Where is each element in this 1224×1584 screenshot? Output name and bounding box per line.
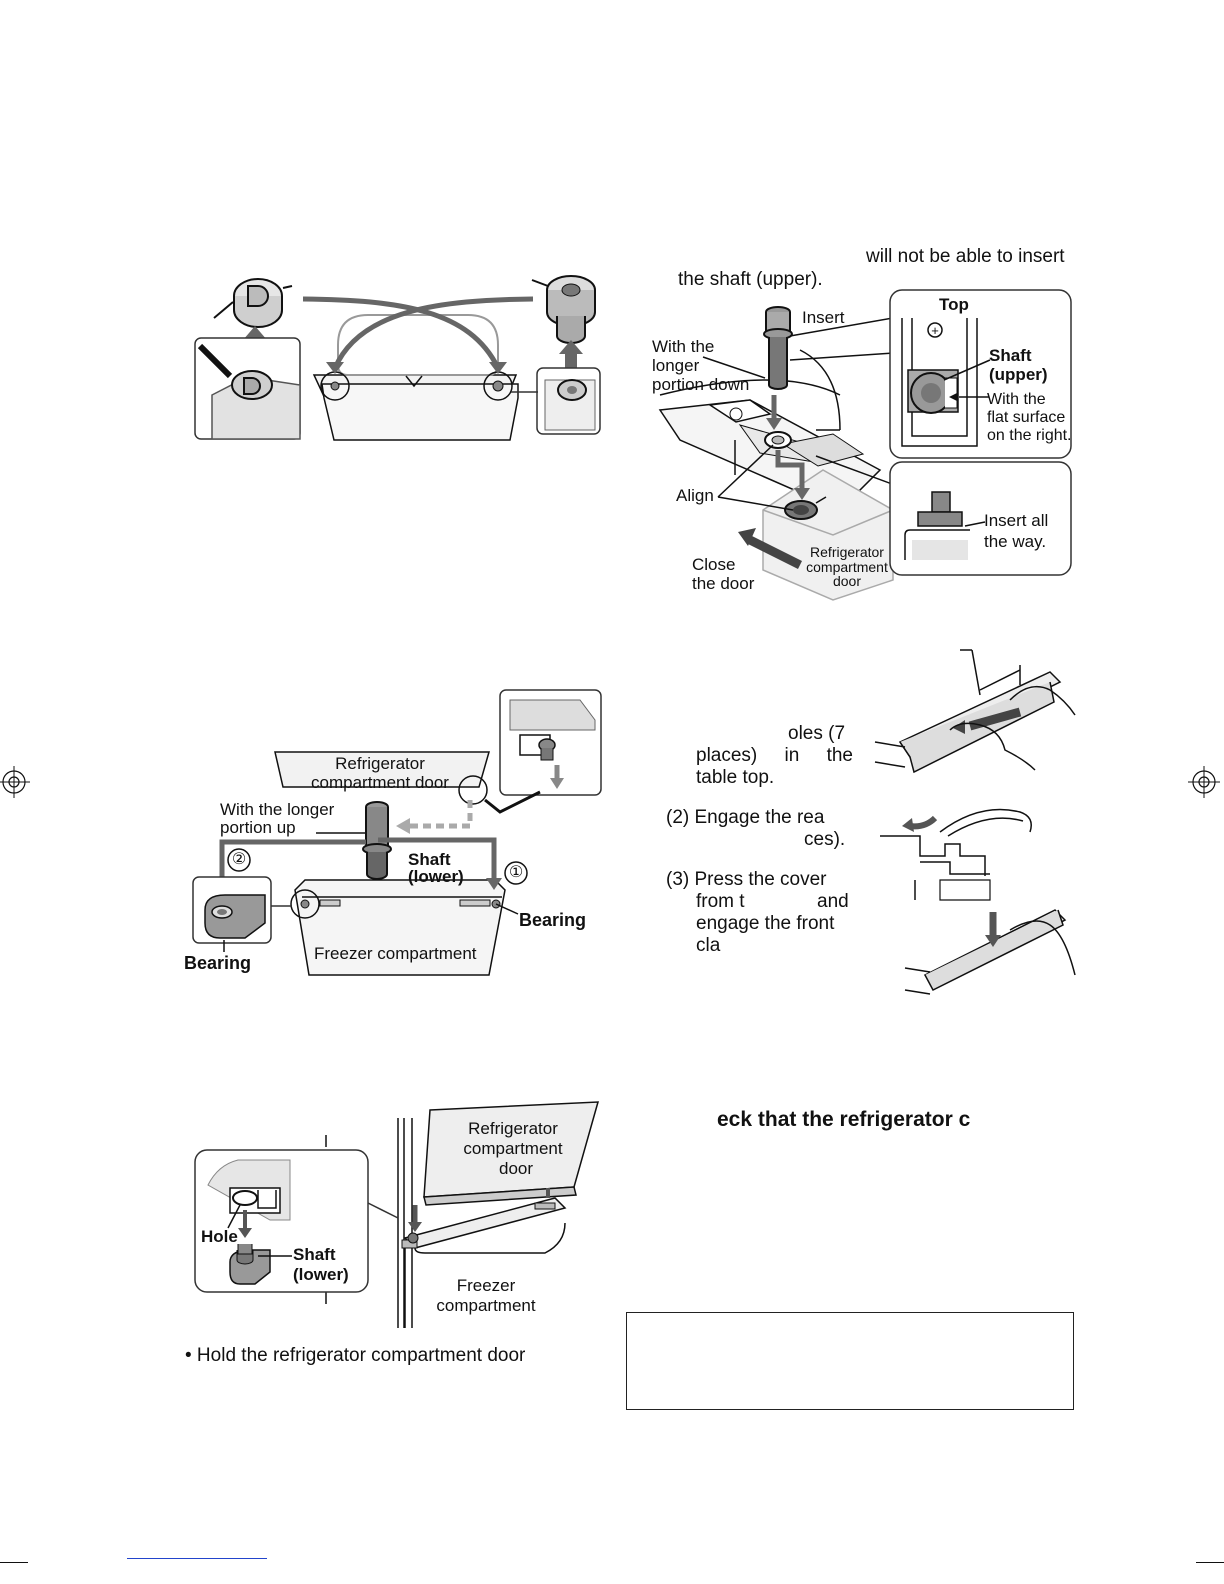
label-align: Align (676, 486, 714, 505)
bottom-rule-blue (127, 1558, 267, 1559)
step1-line1: oles (7 (788, 723, 846, 744)
label-mount-door-1: Refrigerator (468, 1119, 558, 1138)
inset-insert-all-2: the way. (984, 532, 1047, 551)
label-close-door-2: the door (692, 574, 755, 593)
label-mount-freezer-1: Freezer (456, 1276, 516, 1295)
label-refrigerator-door-3: door (832, 573, 862, 589)
label-longer-up-2: portion up (220, 818, 296, 837)
shaft-upper-icon (763, 306, 793, 390)
step-two-marker: ② (231, 851, 247, 868)
step3-line1: (3) Press the cover (666, 869, 827, 890)
step3-line3: engage the front (696, 913, 835, 934)
label-mount-shaft-lower-2: (lower) (293, 1265, 349, 1284)
inset-flat-3: on the right. (987, 427, 1072, 444)
bottom-tick-left (0, 1562, 28, 1563)
cap-cover-icon (213, 278, 293, 328)
label-longer-up-1: With the longer (220, 800, 335, 819)
step3-line2b: and (817, 891, 849, 912)
inset-flat-2: flat surface (987, 409, 1066, 426)
label-hole: Hole (201, 1227, 238, 1246)
step2-line2: ces). (804, 829, 846, 850)
label-bearing-right: Bearing (519, 910, 587, 930)
svg-text:+: + (931, 323, 939, 338)
label-mount-door-3: door (498, 1159, 534, 1178)
inset-shaft-upper-2: (upper) (989, 365, 1048, 384)
label-insert: Insert (802, 308, 845, 327)
check-heading: eck that the refrigerator c (717, 1108, 971, 1131)
label-bearing-left: Bearing (184, 953, 252, 973)
label-shaft-lower-1: Shaft (408, 850, 451, 869)
bottom-tick-right (1196, 1562, 1224, 1563)
inset-shaft-upper-1: Shaft (989, 346, 1032, 365)
label-door-1: Refrigerator (335, 754, 425, 773)
step1-line3: table top. (696, 767, 775, 788)
label-mount-freezer-2: compartment (436, 1296, 536, 1315)
intro-line-1: will not be able to insert (866, 246, 1065, 267)
intro-line-2: the shaft (upper). (678, 269, 823, 290)
step2-line1: (2) Engage the rea (666, 807, 825, 828)
inset-insert-all-1: Insert all (984, 511, 1049, 530)
registration-mark-left (0, 766, 30, 798)
label-longer-down-2: longer (652, 356, 700, 375)
step3-line4: cla (696, 935, 721, 956)
inset-flat-1: With the (987, 391, 1046, 408)
label-longer-down-3: portion down (652, 375, 750, 394)
label-longer-down-1: With the (652, 337, 715, 356)
label-close-door-1: Close (692, 555, 736, 574)
note-box (626, 1312, 1074, 1410)
step1-line2: places) in the (696, 745, 853, 766)
label-mount-door-2: compartment (463, 1139, 563, 1158)
label-refrigerator-door-2: compartment (806, 559, 888, 575)
registration-mark-right (1188, 766, 1220, 798)
label-freezer: Freezer compartment (314, 944, 477, 963)
inset-top-title: Top (939, 295, 969, 314)
hold-door-bullet: • Hold the refrigerator compartment door (185, 1345, 526, 1366)
shaft-lower-icon (362, 801, 392, 880)
label-shaft-lower-2: (lower) (408, 867, 464, 886)
label-mount-shaft-lower-1: Shaft (293, 1245, 336, 1264)
label-door-2: compartment door (311, 773, 449, 792)
step3-line2a: from t (696, 891, 745, 912)
step-one-marker: ① (508, 864, 524, 881)
label-refrigerator-door-1: Refrigerator (810, 544, 884, 560)
